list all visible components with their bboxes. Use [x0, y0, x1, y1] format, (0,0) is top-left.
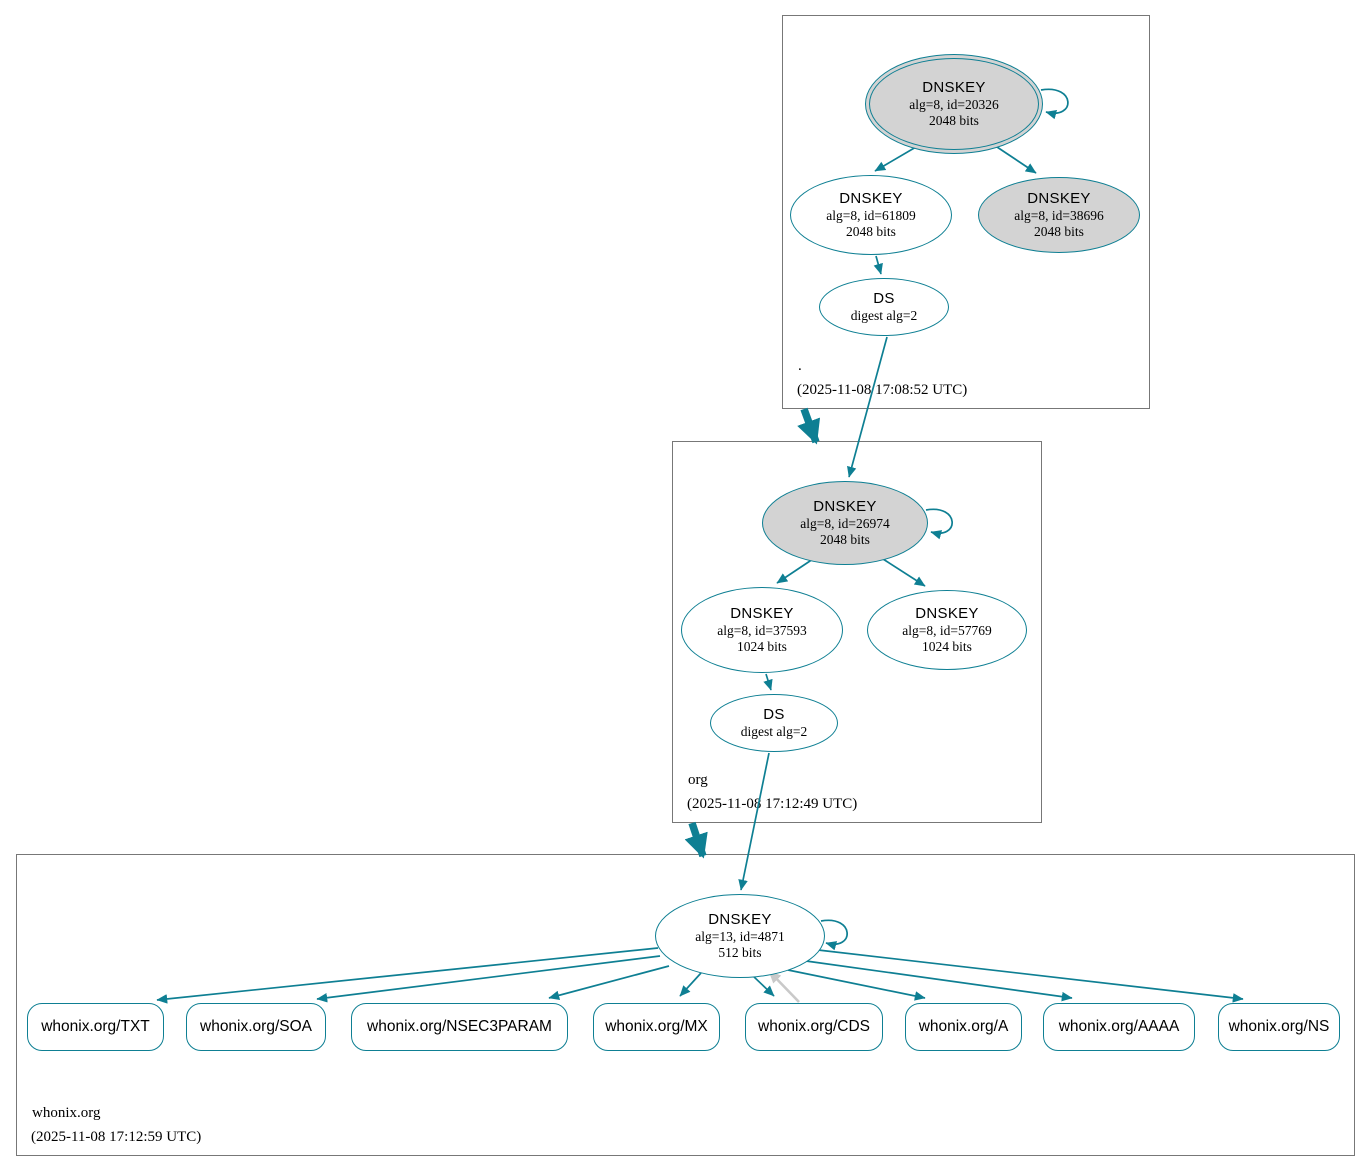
- dnskey-node-org-ksk-26974[interactable]: DNSKEY alg=8, id=26974 2048 bits: [762, 481, 928, 565]
- node-alg: alg=8, id=26974: [800, 516, 890, 531]
- dnskey-node-root-ksk-20326[interactable]: DNSKEY alg=8, id=20326 2048 bits: [865, 54, 1043, 154]
- edge-delegation-org-to-whonix: [684, 821, 708, 859]
- zone-timestamp: (2025-11-08 17:12:49 UTC): [687, 796, 858, 812]
- node-bits: 2048 bits: [1034, 224, 1084, 239]
- rrset-whonix-org-ns[interactable]: whonix.org/NS: [1218, 1003, 1340, 1051]
- node-alg: alg=13, id=4871: [695, 929, 785, 944]
- node-title: DNSKEY: [813, 498, 877, 515]
- node-title: DNSKEY: [708, 911, 772, 928]
- zone-timestamp: (2025-11-08 17:12:59 UTC): [31, 1129, 202, 1145]
- node-bits: 1024 bits: [737, 639, 787, 654]
- node-bits: 1024 bits: [922, 639, 972, 654]
- node-bits: 2048 bits: [820, 532, 870, 547]
- rrset-whonix-org-mx[interactable]: whonix.org/MX: [593, 1003, 720, 1051]
- dnskey-node-org-zsk-57769[interactable]: DNSKEY alg=8, id=57769 1024 bits: [867, 590, 1027, 670]
- ds-node-root[interactable]: DS digest alg=2: [819, 278, 949, 336]
- node-bits: 2048 bits: [929, 113, 979, 128]
- dnskey-node-root-zsk-61809[interactable]: DNSKEY alg=8, id=61809 2048 bits: [790, 175, 952, 255]
- zone-timestamp: (2025-11-08 17:08:52 UTC): [797, 382, 968, 398]
- node-alg: alg=8, id=38696: [1014, 208, 1104, 223]
- node-digest: digest alg=2: [850, 308, 918, 323]
- dnskey-node-org-zsk-37593[interactable]: DNSKEY alg=8, id=37593 1024 bits: [681, 587, 843, 673]
- node-bits: 2048 bits: [846, 224, 896, 239]
- node-digest: digest alg=2: [740, 724, 808, 739]
- zone-name: whonix.org: [32, 1105, 101, 1121]
- rrset-whonix-org-txt[interactable]: whonix.org/TXT: [27, 1003, 164, 1051]
- node-alg: alg=8, id=37593: [717, 623, 807, 638]
- rrset-whonix-org-cds[interactable]: whonix.org/CDS: [745, 1003, 883, 1051]
- node-title: DNSKEY: [915, 605, 979, 622]
- node-alg: alg=8, id=20326: [909, 97, 999, 112]
- ds-node-org[interactable]: DS digest alg=2: [710, 694, 838, 752]
- rrset-whonix-org-soa[interactable]: whonix.org/SOA: [186, 1003, 326, 1051]
- rrset-whonix-org-aaaa[interactable]: whonix.org/AAAA: [1043, 1003, 1195, 1051]
- rrset-whonix-org-a[interactable]: whonix.org/A: [905, 1003, 1022, 1051]
- node-title: DS: [763, 706, 785, 723]
- node-title: DNSKEY: [839, 190, 903, 207]
- node-alg: alg=8, id=61809: [826, 208, 916, 223]
- node-title: DNSKEY: [922, 79, 986, 96]
- edge-delegation-root-to-org: [797, 407, 821, 445]
- zone-name: .: [798, 358, 802, 374]
- rrset-whonix-org-nsec3param[interactable]: whonix.org/NSEC3PARAM: [351, 1003, 568, 1051]
- node-title: DS: [873, 290, 895, 307]
- node-alg: alg=8, id=57769: [902, 623, 992, 638]
- zone-name: org: [688, 772, 708, 788]
- dnskey-node-root-ksk2-38696[interactable]: DNSKEY alg=8, id=38696 2048 bits: [978, 177, 1140, 253]
- node-bits: 512 bits: [718, 945, 762, 960]
- node-title: DNSKEY: [730, 605, 794, 622]
- node-title: DNSKEY: [1027, 190, 1091, 207]
- dnskey-node-whonix-4871[interactable]: DNSKEY alg=13, id=4871 512 bits: [655, 894, 825, 978]
